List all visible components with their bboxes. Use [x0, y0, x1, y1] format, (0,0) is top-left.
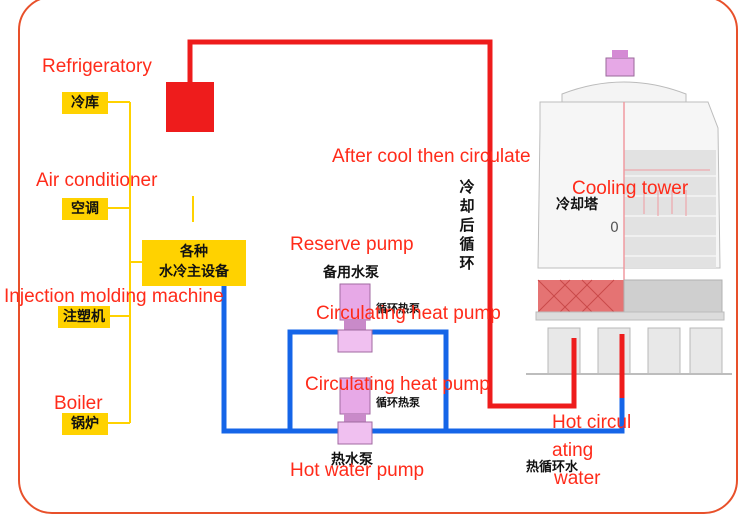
annotation-air-conditioner: Air conditioner — [36, 170, 158, 191]
hot-water-cn: 热循环水 — [526, 460, 579, 475]
label-air-con: 空调 — [62, 198, 108, 220]
annotation-circ-heat-pump-top: Circulating heat pump — [316, 303, 501, 324]
reserve-pump-cn: 备用水泵 — [323, 265, 379, 281]
label-cold-storage: 冷库 — [62, 92, 108, 114]
annotation-hot-circ-1: Hot circul — [552, 412, 632, 433]
annotation-hot-circ-3: water — [554, 468, 601, 489]
pump-reserve — [337, 283, 373, 353]
tower-cn: 冷却塔 — [556, 197, 598, 213]
annotation-hot-water-pump: Hot water pump — [290, 460, 425, 481]
annotation-boiler: Boiler — [54, 393, 103, 414]
main-unit-line1: 各种 — [180, 244, 208, 260]
pump-circulating — [337, 377, 373, 445]
label-injection: 注塑机 — [58, 306, 110, 328]
after-cool-cn: 冷却后循环 — [459, 178, 475, 272]
annotation-refrigeratory: Refrigeratory — [42, 56, 152, 77]
annotation-circ-heat-pump-mid: Circulating heat pump — [305, 374, 490, 395]
annotation-hot-circ-2: ating — [552, 440, 594, 461]
tower-mark: 0 — [610, 220, 619, 236]
circ-pump-top-cn: 循环热泵 — [376, 302, 420, 315]
annotation-after-cool: After cool then circulate — [332, 146, 531, 167]
main-unit: 各种 水冷主设备 — [142, 240, 246, 286]
circ-pump-mid-cn: 循环热泵 — [376, 396, 420, 409]
cold-pipes — [187, 39, 625, 409]
device-tree-lines — [108, 101, 194, 424]
annotation-cooling-tower: Cooling tower — [572, 178, 689, 199]
cooling-tower — [526, 50, 732, 375]
main-unit-line2: 水冷主设备 — [159, 264, 229, 280]
annotation-reserve-pump: Reserve pump — [290, 234, 414, 255]
annotation-injection-molding: Injection molding machine — [4, 286, 224, 307]
hot-pump-cn: 热水泵 — [331, 452, 373, 468]
refrigeratory-unit — [166, 82, 214, 132]
label-boiler: 锅炉 — [62, 413, 108, 435]
